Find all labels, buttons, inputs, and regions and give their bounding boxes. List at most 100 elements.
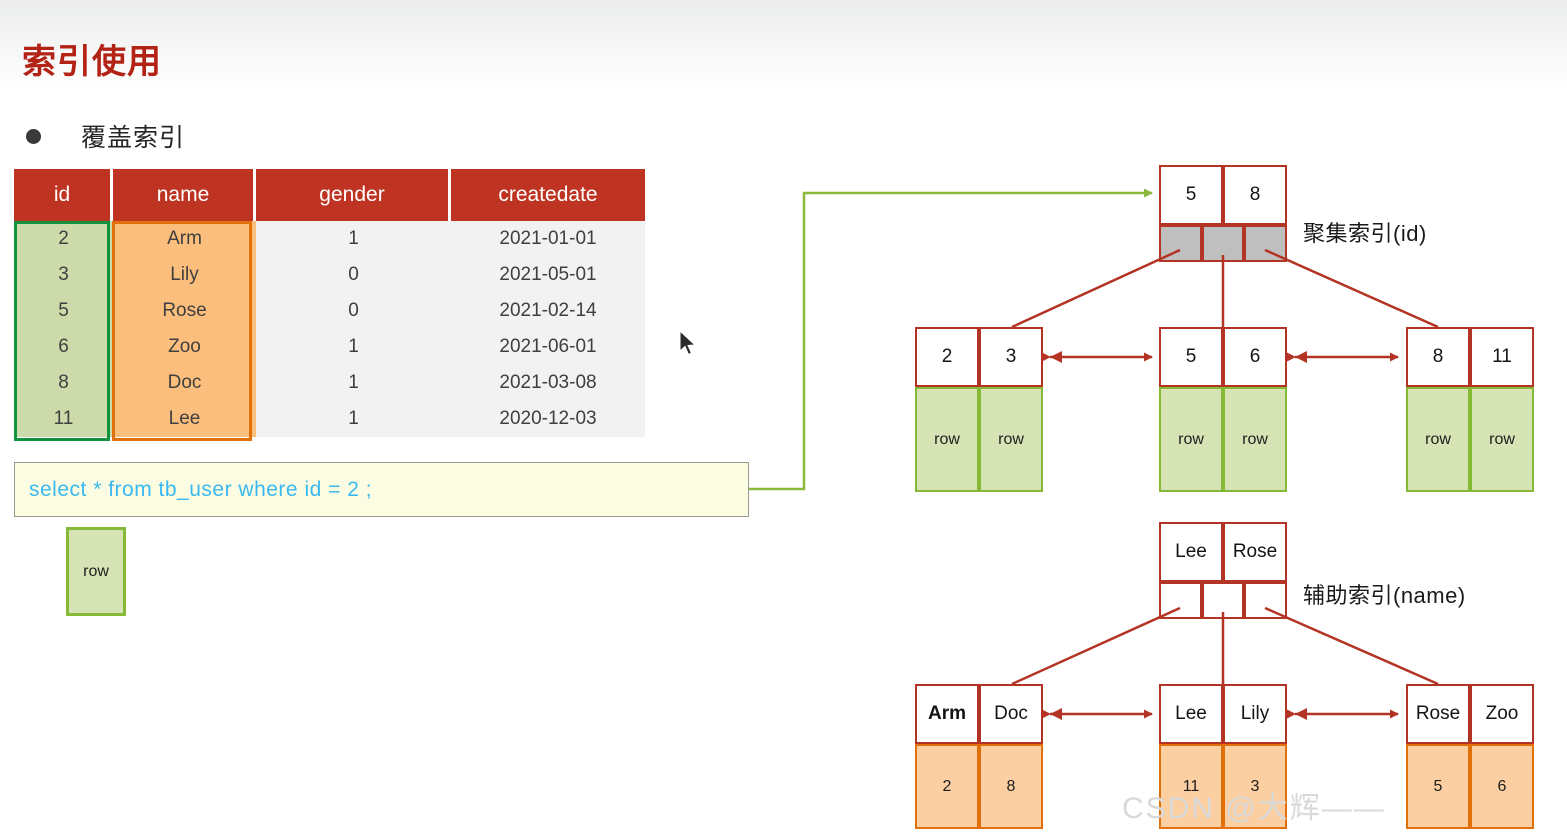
watermark: CSDN @大辉—— [1122, 792, 1386, 825]
node-data-cell: row [1470, 387, 1534, 492]
node-key-cell: 8 [1223, 165, 1287, 225]
cell-id: 3 [14, 257, 113, 293]
node-key-cell: Arm [915, 684, 979, 744]
node-key-cell: Lee [1159, 522, 1223, 582]
node-pointer-cell [1159, 582, 1202, 619]
page-title: 索引使用 [22, 43, 162, 81]
node-data-cell: row [1406, 387, 1470, 492]
node-data-cell: row [979, 387, 1043, 492]
node-key-cell: Zoo [1470, 684, 1534, 744]
table-header-row: id name gender createdate [14, 169, 645, 221]
node-key-cell: 6 [1223, 327, 1287, 387]
cell-gender: 1 [256, 401, 451, 437]
sql-query-text: select * from tb_user where id = 2 ; [29, 477, 373, 501]
cell-createdate: 2021-01-01 [451, 221, 645, 257]
node-pointer-cell [1201, 582, 1245, 619]
cell-id: 11 [14, 401, 113, 437]
node-pointer-row [1159, 582, 1287, 619]
node-key-cell: 5 [1159, 165, 1223, 225]
secondary-tree-edges [1011, 606, 1439, 686]
node-pointer-row [1159, 225, 1287, 262]
cell-gender: 0 [256, 293, 451, 329]
column-header-name: name [113, 169, 256, 221]
cell-id: 8 [14, 365, 113, 401]
node-data-cell: row [915, 387, 979, 492]
node-data-cell: 8 [979, 744, 1043, 829]
column-header-id: id [14, 169, 113, 221]
cell-gender: 1 [256, 329, 451, 365]
cell-createdate: 2021-03-08 [451, 365, 645, 401]
cell-gender: 0 [256, 257, 451, 293]
node-data-cell: 5 [1406, 744, 1470, 829]
node-pointer-cell [1201, 225, 1245, 262]
node-data-cell: 3 [1223, 744, 1287, 829]
bullet-row: 覆盖索引 [26, 118, 185, 154]
node-key-cell: Lee [1159, 684, 1223, 744]
mouse-cursor-icon [679, 330, 697, 356]
node-key-cell: Rose [1223, 522, 1287, 582]
cell-id: 6 [14, 329, 113, 365]
cell-id: 5 [14, 293, 113, 329]
cell-createdate: 2020-12-03 [451, 401, 645, 437]
bullet-label: 覆盖索引 [81, 124, 186, 152]
node-key-cell: Rose [1406, 684, 1470, 744]
bullet-dot-icon [26, 128, 41, 144]
cell-name: Doc [113, 365, 256, 401]
result-row-box: row [66, 527, 126, 616]
cell-createdate: 2021-02-14 [451, 293, 645, 329]
node-data-cell: 2 [915, 744, 979, 829]
cell-name: Lily [113, 257, 256, 293]
node-key-cell: Lily [1223, 684, 1287, 744]
cell-name: Lee [113, 401, 256, 437]
cell-createdate: 2021-06-01 [451, 329, 645, 365]
column-header-createdate: createdate [451, 169, 645, 221]
node-data-cell: 6 [1470, 744, 1534, 829]
node-pointer-cell [1244, 225, 1287, 262]
node-data-cell: 11 [1159, 744, 1223, 829]
node-key-cell: Doc [979, 684, 1043, 744]
cell-name: Rose [113, 293, 256, 329]
column-header-gender: gender [256, 169, 451, 221]
node-key-cell: 5 [1159, 327, 1223, 387]
node-data-cell: row [1223, 387, 1287, 492]
clustered-index-label: 聚集索引(id) [1303, 221, 1427, 246]
cell-id: 2 [14, 221, 113, 257]
node-key-cell: 8 [1406, 327, 1470, 387]
cell-gender: 1 [256, 365, 451, 401]
node-key-cell: 2 [915, 327, 979, 387]
sql-query-box[interactable]: select * from tb_user where id = 2 ; [14, 462, 749, 517]
node-key-cell: 11 [1470, 327, 1534, 387]
node-pointer-cell [1159, 225, 1202, 262]
node-data-cell: row [1159, 387, 1223, 492]
cell-createdate: 2021-05-01 [451, 257, 645, 293]
cell-gender: 1 [256, 221, 451, 257]
